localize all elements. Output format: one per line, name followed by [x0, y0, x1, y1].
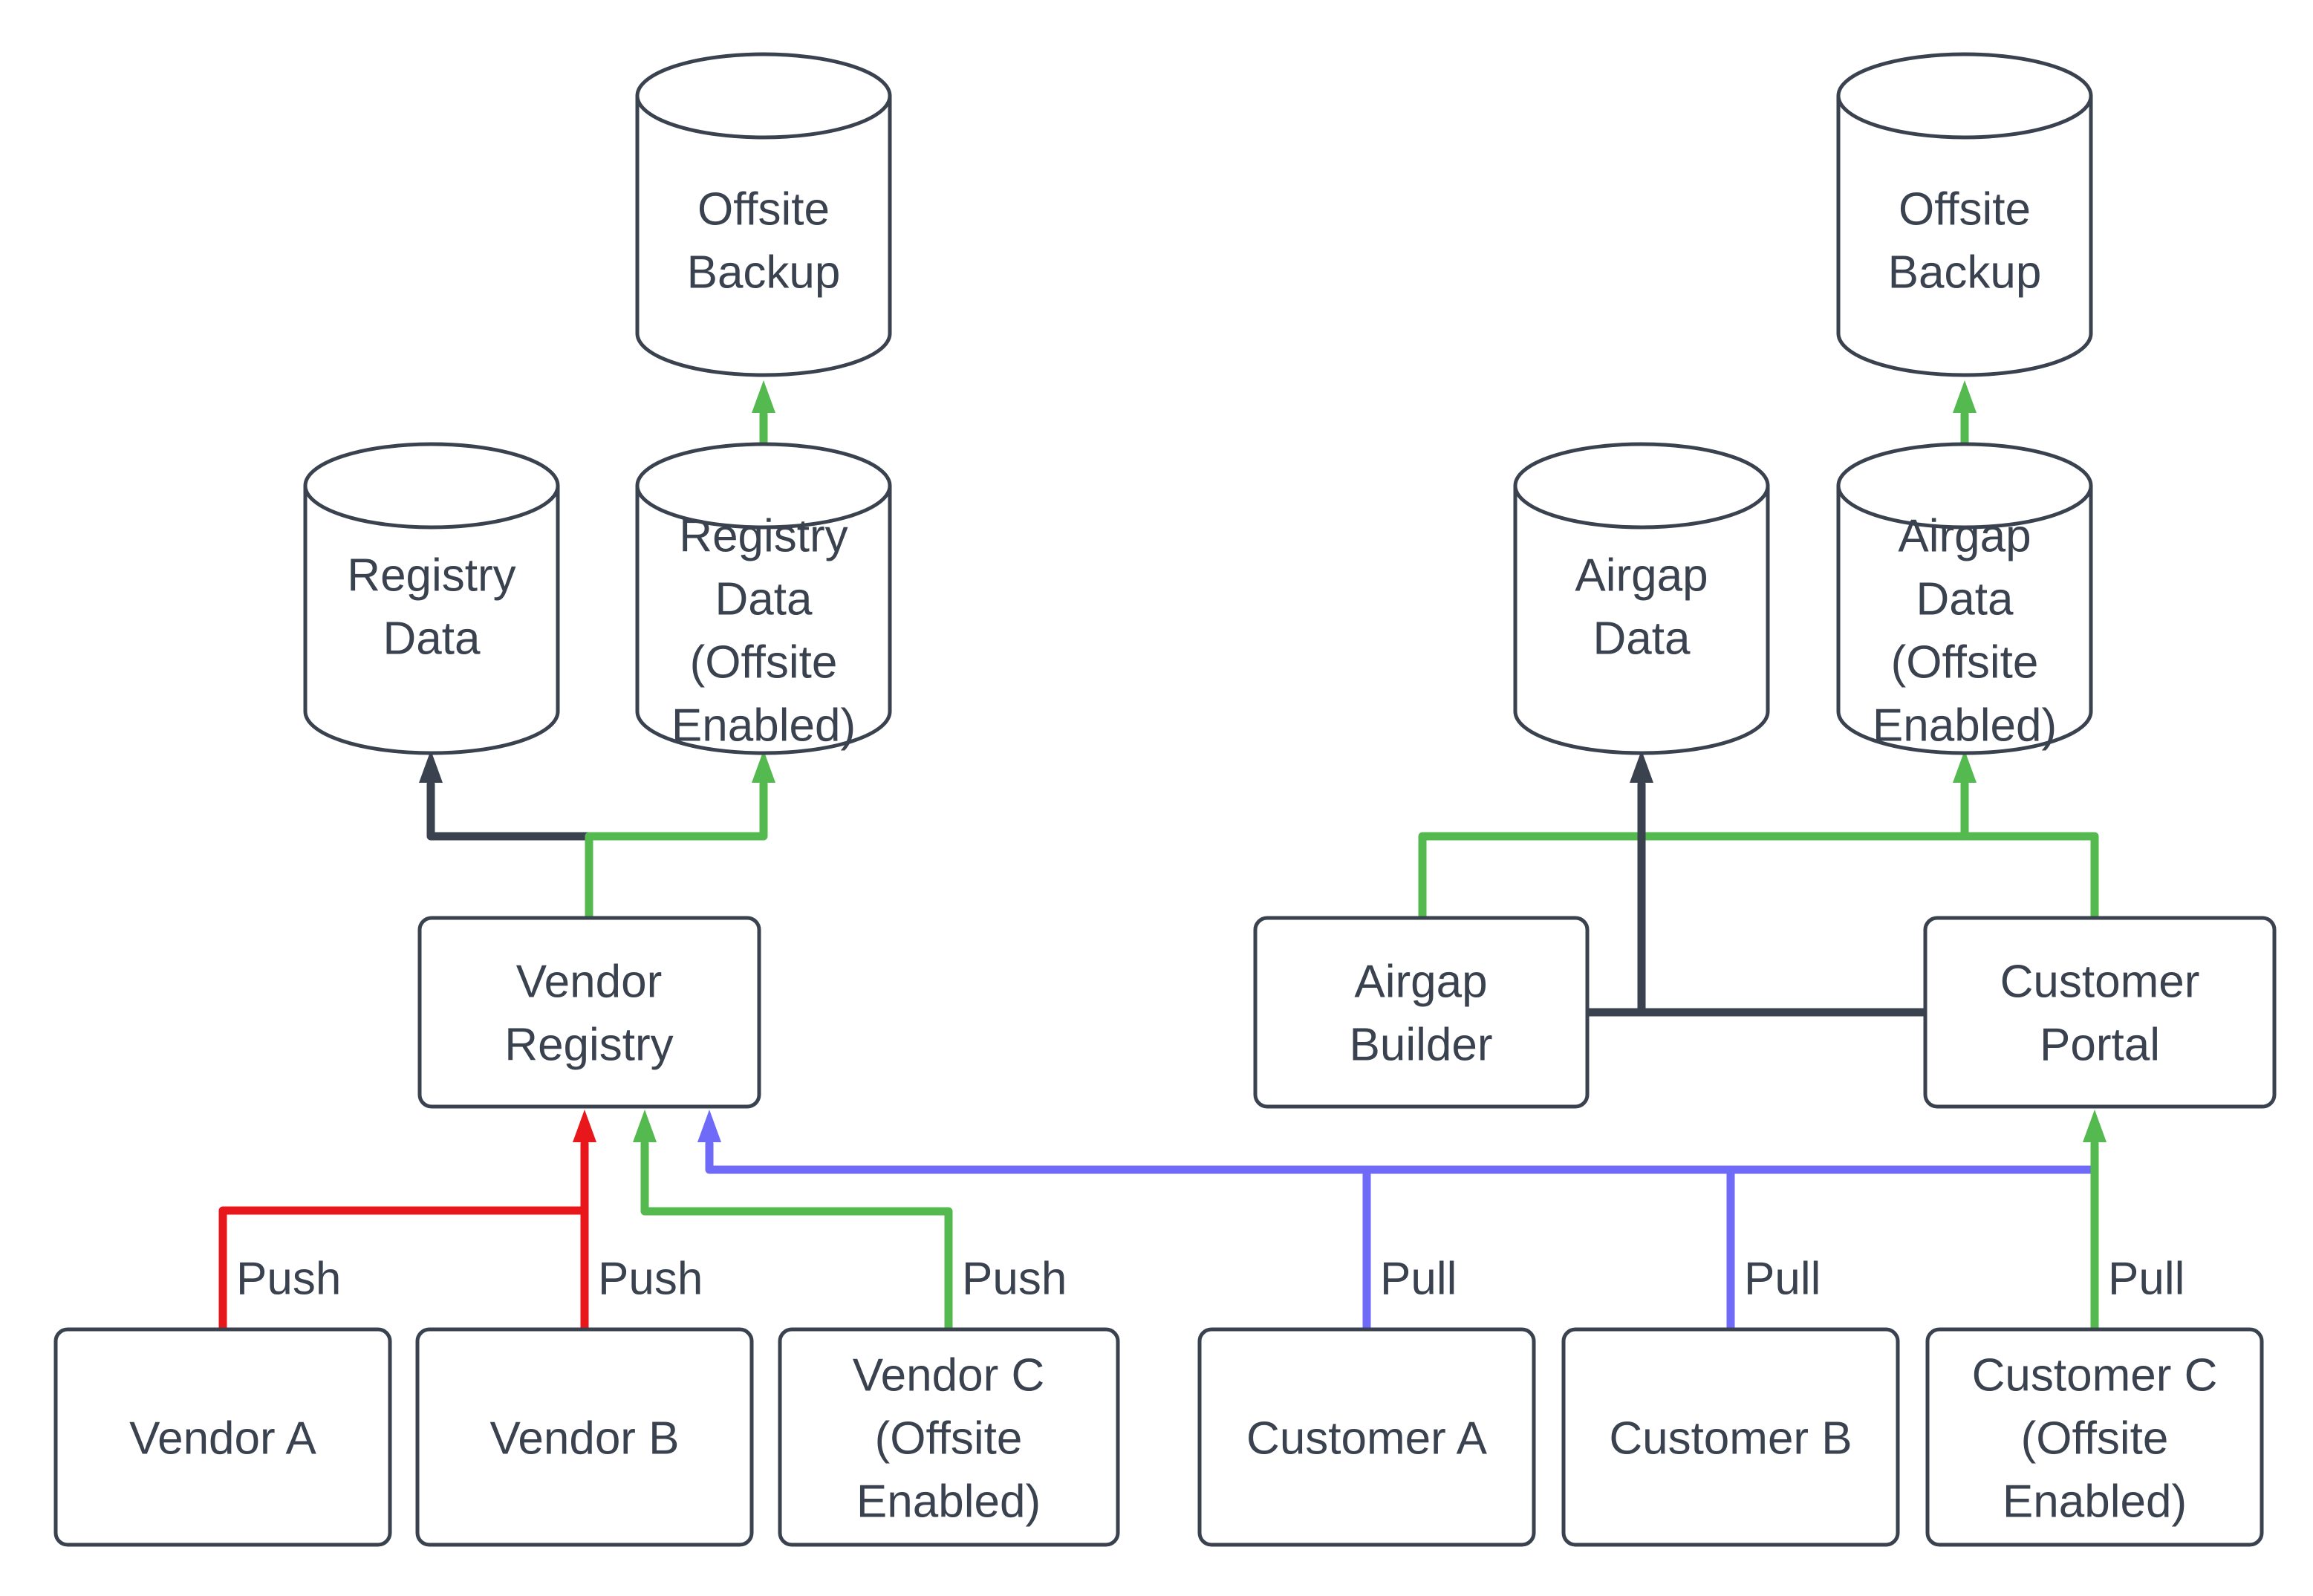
- arrowhead-green-into-customer-portal: [2083, 1110, 2107, 1142]
- node-airgap-data-label: Airgap: [1575, 550, 1708, 602]
- node-vendor-c: Vendor C (Offsite Enabled): [778, 1327, 1120, 1547]
- node-registry-data-offsite-label: Registry: [679, 511, 848, 562]
- node-customer-portal-label: Portal: [2040, 1020, 2160, 1071]
- node-airgap-builder: Airgap Builder: [1253, 916, 1590, 1109]
- node-vendor-a-box: [53, 1327, 392, 1547]
- node-vendor-registry-box: [417, 916, 761, 1109]
- node-vendor-b-box: [415, 1327, 754, 1547]
- arrowhead-into-airgap-data-offsite: [1953, 750, 1977, 783]
- edge-label-push-vendor-c: Push: [962, 1254, 1067, 1305]
- node-customer-a-box: [1197, 1327, 1536, 1547]
- node-vendor-b-label: Vendor B: [489, 1413, 679, 1465]
- node-offsite-backup-left-label: Offsite: [697, 184, 830, 235]
- cylinder-registry-data-offsite-body: [635, 486, 892, 755]
- node-vendor-c-label: Enabled): [856, 1476, 1041, 1528]
- node-airgap-data-offsite-label: Data: [1916, 574, 2014, 625]
- edge-label-pull-customer-a: Pull: [1380, 1254, 1457, 1305]
- arrowhead-into-offsite-backup-right: [1953, 380, 1977, 413]
- edge-label-push-vendor-a: Push: [236, 1254, 341, 1305]
- node-vendor-a-label: Vendor A: [129, 1413, 316, 1465]
- cylinder-offsite-backup-left-body: [635, 96, 892, 377]
- node-vendor-a: Vendor A: [53, 1327, 392, 1547]
- node-customer-portal-box: [1923, 916, 2277, 1109]
- edge-pull-line-to-vendor-registry: [705, 1139, 2099, 1174]
- arrowhead-into-airgap-data: [1630, 750, 1653, 783]
- node-airgap-builder-box: [1253, 916, 1590, 1109]
- cylinder-airgap-data-top: [1513, 442, 1770, 530]
- node-registry-data-offsite-label: Enabled): [671, 700, 856, 752]
- node-registry-data-label: Data: [383, 613, 481, 665]
- cylinder-offsite-backup-right-body: [1836, 96, 2093, 377]
- node-customer-portal: Customer Portal: [1923, 916, 2277, 1109]
- arrowhead-green-into-vendor-registry: [633, 1110, 657, 1142]
- node-customer-a-label: Customer A: [1246, 1413, 1488, 1465]
- node-airgap-data-offsite-label: Enabled): [1873, 700, 2057, 752]
- arrowhead-red-into-vendor-registry: [573, 1110, 596, 1142]
- edge-label-push-vendor-b: Push: [598, 1254, 703, 1305]
- node-vendor-registry-label: Vendor: [516, 957, 663, 1008]
- edge-airgap-builder-portal-green-run: [1418, 832, 2099, 922]
- cylinder-registry-data-offsite-top: [635, 442, 892, 530]
- node-customer-a: Customer A: [1197, 1327, 1536, 1547]
- node-airgap-data: Airgap Data: [1513, 442, 1770, 755]
- node-airgap-builder-label: Airgap: [1354, 957, 1487, 1008]
- edge-label-pull-customer-b: Pull: [1744, 1254, 1821, 1305]
- cylinder-registry-data-top: [303, 442, 560, 530]
- node-vendor-registry: Vendor Registry: [417, 916, 761, 1109]
- node-registry-data-offsite: Registry Data (Offsite Enabled): [635, 442, 892, 755]
- cylinder-airgap-data-offsite-body: [1836, 486, 2093, 755]
- node-airgap-data-offsite-label: (Offsite: [1891, 637, 2039, 688]
- node-customer-b: Customer B: [1561, 1327, 1900, 1547]
- node-vendor-c-label: (Offsite: [875, 1413, 1023, 1465]
- cylinder-airgap-data-body: [1513, 486, 1770, 755]
- arrowhead-into-registry-data-offsite: [752, 750, 775, 783]
- node-offsite-backup-left: Offsite Backup: [635, 52, 892, 377]
- node-customer-b-label: Customer B: [1609, 1413, 1852, 1465]
- node-offsite-backup-left-label: Backup: [687, 247, 841, 299]
- node-customer-c-label: Customer C: [1972, 1350, 2218, 1401]
- edge-vendor-a-push: [218, 1206, 589, 1334]
- node-customer-b-box: [1561, 1327, 1900, 1547]
- node-registry-data-offsite-label: Data: [715, 574, 813, 625]
- node-airgap-builder-label: Builder: [1350, 1020, 1493, 1071]
- edge-vendor-c-push: [640, 1139, 953, 1334]
- arrowhead-into-offsite-backup-left: [752, 380, 775, 413]
- node-vendor-c-label: Vendor C: [853, 1350, 1045, 1401]
- node-offsite-backup-right: Offsite Backup: [1836, 52, 2093, 377]
- edge-vendor-registry-to-registry-data-offsite: [585, 780, 768, 929]
- node-vendor-registry-label: Registry: [504, 1020, 673, 1071]
- node-registry-data-offsite-label: (Offsite: [690, 637, 838, 688]
- node-airgap-data-label: Data: [1593, 613, 1691, 665]
- arrowhead-blue-into-vendor-registry: [697, 1110, 721, 1142]
- node-customer-portal-label: Customer: [2000, 957, 2200, 1008]
- edge-label-pull-customer-c: Pull: [2108, 1254, 2184, 1305]
- node-customer-c-box: [1925, 1327, 2264, 1547]
- node-offsite-backup-right-label: Offsite: [1899, 184, 2031, 235]
- node-airgap-data-offsite: Airgap Data (Offsite Enabled): [1836, 442, 2093, 755]
- arrowhead-into-registry-data: [419, 750, 443, 783]
- node-customer-c-label: (Offsite: [2021, 1413, 2169, 1465]
- cylinder-airgap-data-offsite-top: [1836, 442, 2093, 530]
- node-registry-data-label: Registry: [347, 550, 515, 602]
- node-registry-data: Registry Data: [303, 442, 560, 755]
- node-vendor-b: Vendor B: [415, 1327, 754, 1547]
- cylinder-registry-data-body: [303, 486, 560, 755]
- cylinder-offsite-backup-right-top: [1836, 52, 2093, 140]
- node-airgap-data-offsite-label: Airgap: [1898, 511, 2031, 562]
- node-vendor-c-box: [778, 1327, 1120, 1547]
- node-offsite-backup-right-label: Backup: [1888, 247, 2042, 299]
- cylinder-offsite-backup-left-top: [635, 52, 892, 140]
- node-customer-c: Customer C (Offsite Enabled): [1925, 1327, 2264, 1547]
- node-customer-c-label: Enabled): [2003, 1476, 2187, 1528]
